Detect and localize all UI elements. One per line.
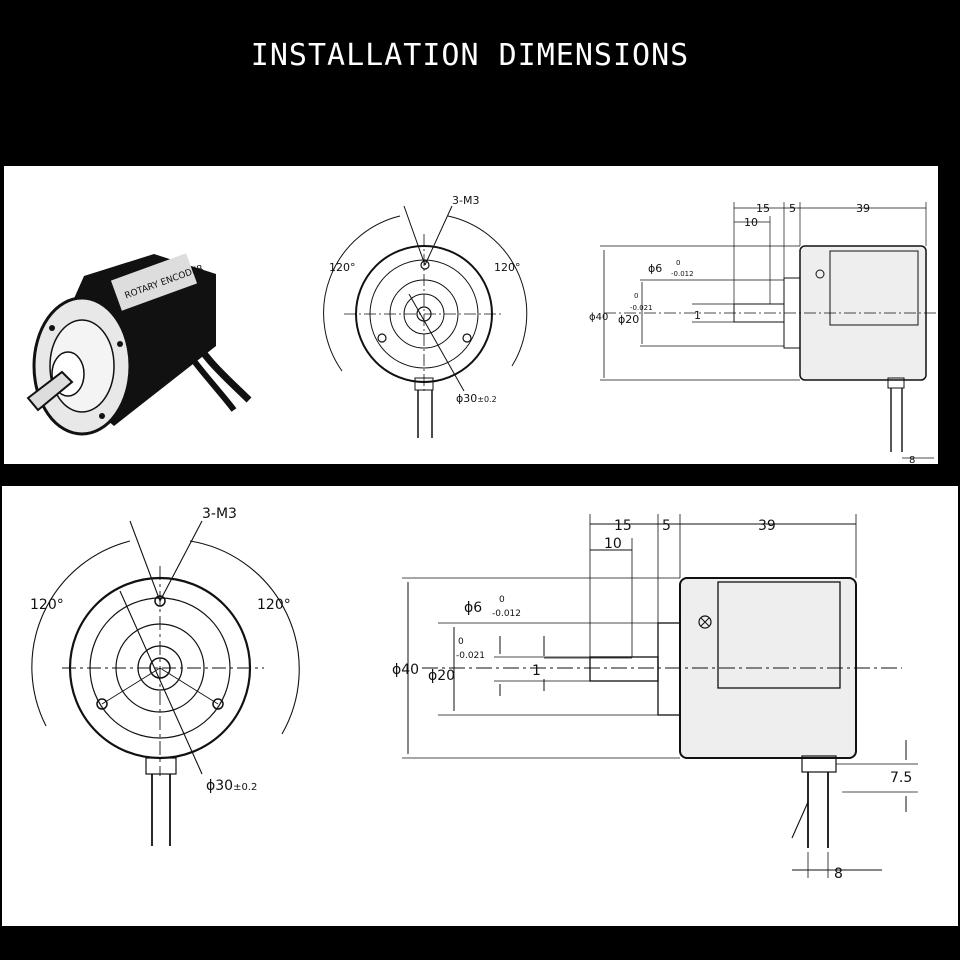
shaft-tol-upper-small: 0 (676, 259, 680, 267)
body-dia-small: ϕ40 (589, 312, 608, 323)
shaft-dia: ϕ6 (464, 600, 482, 616)
bottom-panel: 3-M3 120° 120° ϕ30±0.2 (2, 486, 958, 926)
dim-5: 5 (662, 518, 671, 534)
cable-width: 8 (834, 866, 843, 882)
cable-width-small: 8 (909, 455, 915, 464)
dim-15: 15 (614, 518, 632, 534)
top-panel: ROTARY ENCODER 3-M3 120° 120° ϕ30±0.2 (4, 166, 938, 464)
angle-left: 120° (30, 597, 64, 613)
side-view-large (402, 514, 918, 878)
angle-right: 120° (257, 597, 291, 613)
page-title: INSTALLATION DIMENSIONS (250, 38, 690, 73)
boss-tol-lower: -0.021 (456, 651, 485, 661)
pcd-label-small: ϕ30±0.2 (456, 392, 497, 405)
shaft-tol-upper: 0 (499, 595, 505, 605)
dim-39: 39 (758, 518, 776, 534)
front-view-large (31, 520, 300, 846)
angle-left-small: 120° (329, 261, 356, 274)
boss-dia-small: ϕ20 (618, 313, 639, 326)
flat-dim: 1 (532, 663, 541, 679)
cable-offset: 7.5 (890, 770, 912, 786)
flat-dim-small: 1 (694, 309, 701, 322)
dim-15-small: 15 (756, 202, 770, 215)
body-dia: ϕ40 (392, 662, 419, 678)
dim-5-small: 5 (789, 202, 796, 215)
side-view-small (600, 202, 938, 459)
pcd-label: ϕ30±0.2 (206, 778, 257, 794)
front-view-small (323, 205, 528, 438)
dim-39-small: 39 (856, 202, 870, 215)
shaft-tol-lower: -0.012 (492, 609, 521, 619)
boss-dia: ϕ20 (428, 668, 455, 684)
top-drawing: ROTARY ENCODER 3-M3 120° 120° ϕ30±0.2 (26, 194, 938, 464)
shaft-dia-small: ϕ6 (648, 262, 662, 275)
shaft-tol-lower-small: -0.012 (671, 270, 694, 278)
bottom-drawing: 3-M3 120° 120° ϕ30±0.2 (30, 506, 918, 882)
boss-tol-lower-small: -0.021 (630, 304, 653, 312)
encoder-photo: ROTARY ENCODER (26, 253, 252, 436)
holes-label: 3-M3 (202, 506, 237, 522)
boss-tol-upper: 0 (458, 637, 464, 647)
boss-tol-upper-small: 0 (634, 292, 638, 300)
angle-right-small: 120° (494, 261, 521, 274)
holes-label-small: 3-M3 (452, 194, 479, 207)
dim-10: 10 (604, 536, 622, 552)
dim-10-small: 10 (744, 216, 758, 229)
